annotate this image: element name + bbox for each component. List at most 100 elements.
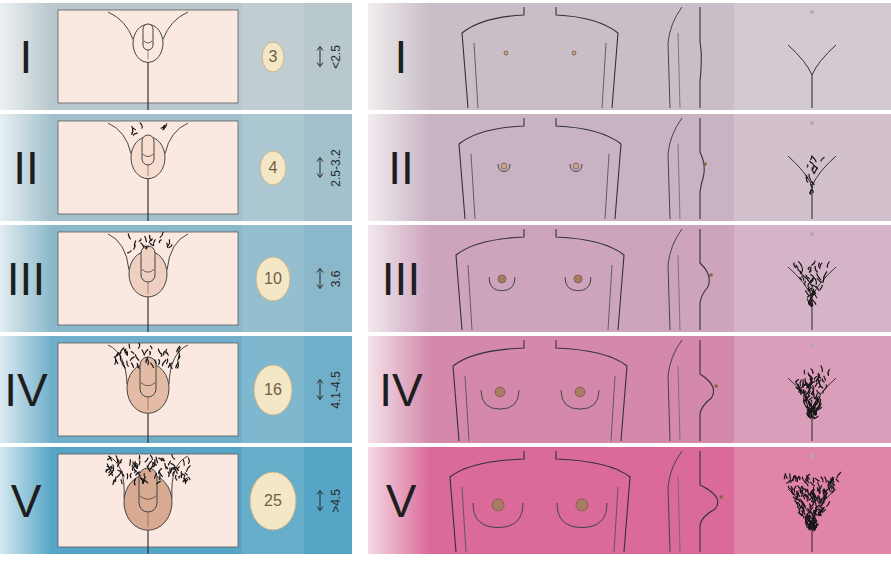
- hair-stroke: [163, 351, 165, 355]
- glans-line: [141, 383, 155, 386]
- glans-line: [143, 154, 153, 156]
- hair-stroke: [829, 484, 832, 487]
- hair-stroke: [815, 383, 817, 387]
- oval-outline: [254, 365, 292, 415]
- shaft: [141, 246, 155, 282]
- pubic-figure: [788, 121, 836, 219]
- hair-stroke: [130, 357, 134, 360]
- hair-stroke: [813, 487, 815, 490]
- hair-stroke: [124, 350, 127, 355]
- hair-stroke: [171, 468, 173, 472]
- hair-stroke: [811, 289, 814, 295]
- shaft: [143, 24, 153, 50]
- hair-stroke: [824, 272, 827, 278]
- hair-stroke: [177, 364, 178, 368]
- hair-stroke: [815, 266, 817, 272]
- inguinal-line: [788, 45, 812, 75]
- hair-stroke: [149, 352, 151, 355]
- range-arrow: [320, 269, 321, 289]
- leg-line: [811, 186, 812, 219]
- hair-stroke: [804, 281, 806, 285]
- pubic-cell: [734, 3, 891, 110]
- leg-line: [811, 408, 812, 441]
- hair-stroke: [158, 360, 160, 365]
- hair-stroke: [785, 474, 787, 479]
- inguinal-line: [812, 156, 836, 186]
- stage-numeral: V: [368, 447, 434, 554]
- range-arrowhead: [317, 269, 323, 273]
- hair-stroke: [184, 478, 186, 482]
- hair-stroke: [173, 472, 175, 476]
- hair-stroke: [813, 478, 815, 482]
- hair-stroke: [811, 274, 815, 278]
- hair-stroke: [143, 480, 145, 484]
- back-line: [668, 118, 682, 219]
- hair-stroke: [811, 279, 813, 283]
- hair-stroke: [812, 168, 814, 173]
- back-line: [668, 340, 682, 441]
- hair-stroke: [814, 508, 816, 511]
- arm-line: [614, 487, 618, 552]
- hair-stroke: [811, 369, 813, 374]
- inguinal-line: [812, 267, 836, 297]
- hair-stroke: [812, 261, 815, 265]
- numeral-strip: [368, 447, 430, 554]
- hair-stroke: [159, 468, 162, 473]
- stage-numeral-text: I: [20, 30, 33, 84]
- hair-stroke: [150, 346, 152, 349]
- hair-stroke: [151, 456, 153, 460]
- hair-stroke: [135, 355, 139, 361]
- hair-stroke: [811, 400, 813, 402]
- hair-stroke: [797, 477, 799, 481]
- inguinal-line: [788, 267, 812, 297]
- shaft: [140, 357, 156, 397]
- hair-stroke: [799, 512, 802, 515]
- row-band: [368, 447, 891, 554]
- hair-stroke: [807, 477, 809, 483]
- navel: [810, 232, 814, 236]
- row-band: [0, 3, 352, 110]
- range-arrow: [320, 380, 321, 400]
- hair-stroke: [819, 396, 820, 400]
- volume-cell: [242, 447, 304, 554]
- navel: [810, 343, 814, 347]
- hair-stroke: [166, 349, 167, 353]
- hair-stroke: [807, 516, 809, 522]
- hair-stroke: [810, 267, 811, 272]
- nipple: [501, 163, 507, 169]
- hair-stroke: [803, 278, 804, 280]
- volume-cell: [242, 225, 304, 332]
- hair-stroke: [128, 344, 130, 348]
- nipple: [573, 163, 579, 169]
- hair-stroke: [808, 373, 812, 379]
- row-band: [368, 114, 891, 221]
- hair-stroke: [808, 400, 809, 405]
- hair-stroke: [805, 516, 807, 520]
- hair-stroke: [808, 267, 810, 269]
- hair-stroke: [818, 483, 820, 488]
- hair-stroke: [112, 465, 114, 471]
- numeral-strip: [0, 114, 52, 221]
- hair-stroke: [178, 357, 180, 363]
- hair-stroke: [810, 279, 813, 282]
- inguinal-line: [108, 123, 131, 154]
- nipple: [492, 499, 504, 511]
- hair-stroke: [814, 516, 817, 522]
- hair-stroke: [136, 464, 138, 469]
- volume-oval: 16: [253, 364, 293, 416]
- hair-stroke: [813, 165, 817, 169]
- hair-stroke: [188, 458, 190, 463]
- stage-numeral: I: [0, 3, 52, 110]
- numeral-strip: [0, 225, 52, 332]
- oval-outline: [262, 42, 284, 72]
- hair-stroke: [136, 472, 140, 475]
- arm-line: [608, 265, 612, 330]
- row-band: [0, 225, 352, 332]
- hair-stroke: [800, 499, 802, 502]
- hair-stroke: [116, 456, 117, 462]
- hair-stroke: [809, 283, 812, 287]
- inguinal-line: [108, 12, 133, 39]
- arm-line: [605, 154, 609, 219]
- hair-stroke: [184, 475, 185, 478]
